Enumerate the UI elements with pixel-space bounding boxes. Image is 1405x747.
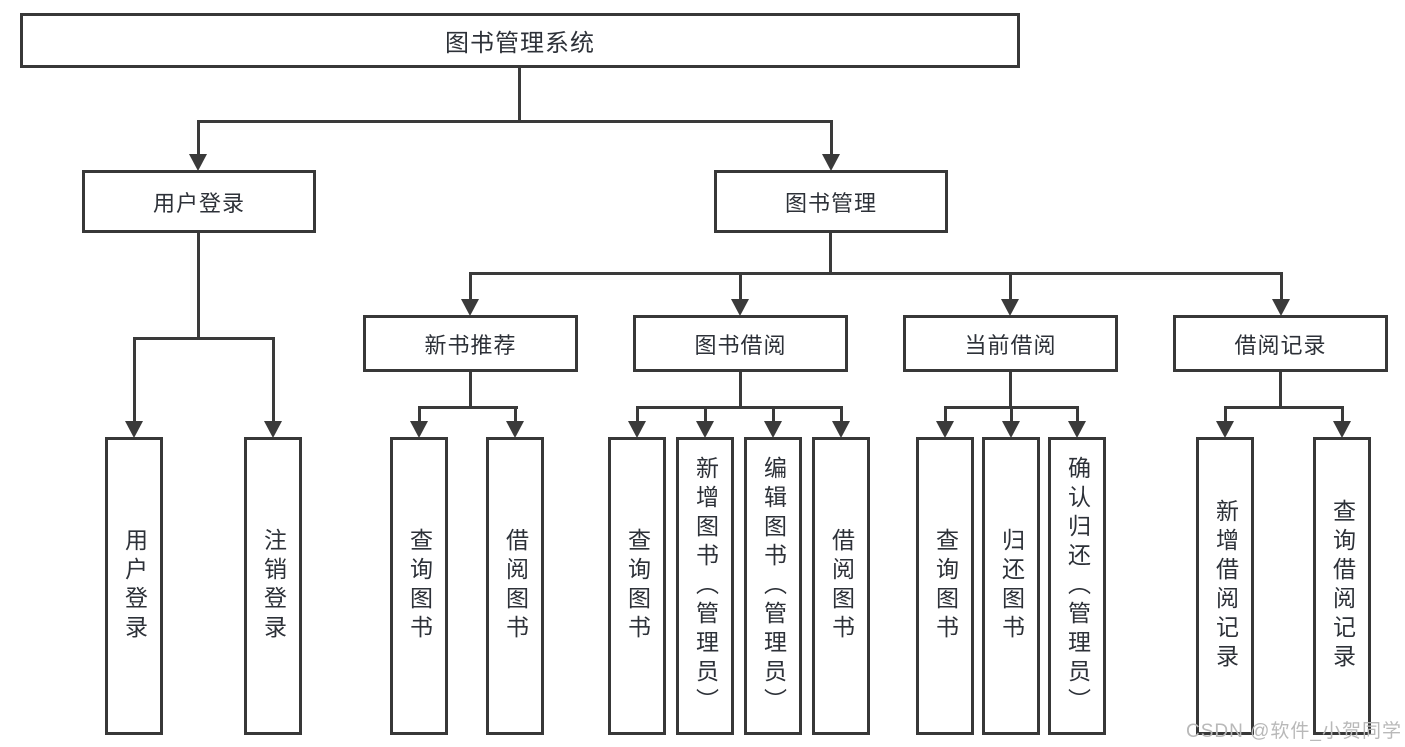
csdn-watermark: CSDN @软件_小贺同学 xyxy=(1186,721,1402,742)
connector-line xyxy=(829,233,832,275)
arrow-down-icon xyxy=(1001,299,1019,316)
connector-line xyxy=(1010,406,1013,421)
arrow-down-icon xyxy=(264,421,282,438)
connector-line xyxy=(1224,406,1344,409)
leaf-return-books: 归还图书 xyxy=(982,437,1040,735)
node-root: 图书管理系统 xyxy=(20,13,1020,68)
connector-line xyxy=(272,337,275,421)
arrow-down-icon xyxy=(731,299,749,316)
connector-line xyxy=(739,372,742,409)
leaf-user-login: 用户登录 xyxy=(105,437,163,735)
connector-line xyxy=(830,120,833,154)
connector-line xyxy=(518,68,521,123)
arrow-down-icon xyxy=(1272,299,1290,316)
connector-line xyxy=(197,120,200,154)
arrow-down-icon xyxy=(628,421,646,438)
arrow-down-icon xyxy=(189,154,207,171)
connector-line xyxy=(1280,272,1283,300)
leaf-query-books-1: 查询图书 xyxy=(390,437,448,735)
connector-line xyxy=(197,120,833,123)
leaf-confirm-return-admin: 确认归还（管理员） xyxy=(1048,437,1106,735)
arrow-down-icon xyxy=(1333,421,1351,438)
arrow-down-icon xyxy=(1216,421,1234,438)
connector-line xyxy=(1009,272,1012,300)
connector-line xyxy=(197,233,200,340)
connector-line xyxy=(1076,406,1079,421)
connector-line xyxy=(1224,406,1227,421)
connector-line xyxy=(469,272,1283,275)
leaf-borrow-books-1: 借阅图书 xyxy=(486,437,544,735)
arrow-down-icon xyxy=(461,299,479,316)
arrow-down-icon xyxy=(832,421,850,438)
connector-line xyxy=(1279,372,1282,409)
connector-line xyxy=(418,406,421,421)
arrow-down-icon xyxy=(696,421,714,438)
leaf-query-borrow-record: 查询借阅记录 xyxy=(1313,437,1371,735)
leaf-logout: 注销登录 xyxy=(244,437,302,735)
connector-line xyxy=(1341,406,1344,421)
node-user-login: 用户登录 xyxy=(82,170,316,233)
arrow-down-icon xyxy=(1002,421,1020,438)
connector-line xyxy=(514,406,517,421)
leaf-edit-books-admin: 编辑图书（管理员） xyxy=(744,437,802,735)
node-borrow-records: 借阅记录 xyxy=(1173,315,1388,372)
leaf-borrow-books-2: 借阅图书 xyxy=(812,437,870,735)
connector-line xyxy=(1009,372,1012,409)
connector-line xyxy=(469,372,472,409)
connector-line xyxy=(704,406,707,421)
connector-line xyxy=(636,406,639,421)
connector-line xyxy=(418,406,518,409)
connector-line xyxy=(840,406,843,421)
connector-line xyxy=(133,337,136,421)
node-book-management: 图书管理 xyxy=(714,170,948,233)
connector-line xyxy=(772,406,775,421)
connector-line xyxy=(636,406,843,409)
leaf-add-borrow-record: 新增借阅记录 xyxy=(1196,437,1254,735)
arrow-down-icon xyxy=(1068,421,1086,438)
arrow-down-icon xyxy=(125,421,143,438)
node-new-books: 新书推荐 xyxy=(363,315,578,372)
arrow-down-icon xyxy=(936,421,954,438)
arrow-down-icon xyxy=(410,421,428,438)
leaf-add-books-admin: 新增图书（管理员） xyxy=(676,437,734,735)
leaf-query-books-2: 查询图书 xyxy=(608,437,666,735)
connector-line xyxy=(133,337,275,340)
connector-line xyxy=(739,272,742,300)
connector-line xyxy=(469,272,472,300)
node-current-borrow: 当前借阅 xyxy=(903,315,1118,372)
connector-line xyxy=(944,406,947,421)
arrow-down-icon xyxy=(822,154,840,171)
leaf-query-books-3: 查询图书 xyxy=(916,437,974,735)
node-book-borrow: 图书借阅 xyxy=(633,315,848,372)
arrow-down-icon xyxy=(764,421,782,438)
arrow-down-icon xyxy=(506,421,524,438)
